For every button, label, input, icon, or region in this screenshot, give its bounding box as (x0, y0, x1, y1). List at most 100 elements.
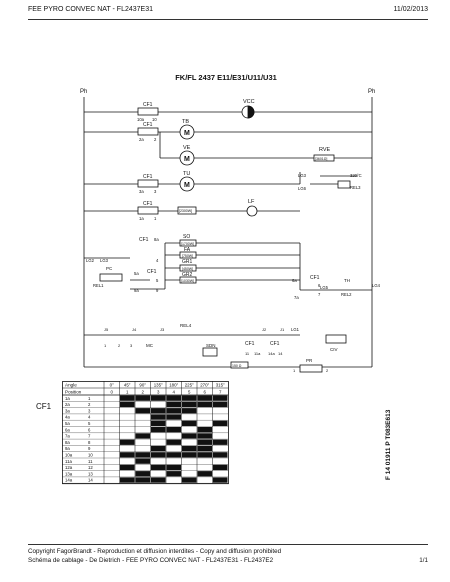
contact-to: 9 (88, 446, 91, 451)
contact-8a: 8a (154, 237, 159, 242)
cf1-label: CF1 (139, 237, 149, 243)
closed-cell (120, 477, 135, 483)
closed-cell (120, 439, 135, 445)
closed-cell (135, 477, 150, 483)
rel1-label: REL1 (93, 283, 104, 288)
rve-resistor (313, 154, 335, 162)
closed-cell (151, 427, 166, 433)
contact-11a: 11a (254, 351, 261, 356)
contact-to: 6 (88, 427, 91, 432)
tu-motor-m: M (184, 182, 190, 189)
terminal-2: 2 (118, 343, 121, 348)
header-date: 11/02/2013 (393, 6, 428, 13)
lf-label: LF (248, 199, 255, 205)
cf1-label: CF1 (143, 201, 153, 207)
closed-cell (166, 452, 181, 458)
closed-cell (182, 401, 197, 408)
contact-10a: 10a (137, 117, 145, 122)
sdn-label: SDN (206, 343, 216, 348)
lf-heater (177, 206, 197, 215)
closed-cell (166, 408, 181, 414)
closed-cell (151, 414, 166, 420)
civ-relay (325, 334, 347, 344)
contact-9: 9 (156, 288, 159, 293)
side-code: F 14 01911 P T083E613 (385, 409, 392, 480)
resistor-150-value: 150 Ω (232, 364, 242, 368)
connector-j2: J2 (262, 327, 267, 332)
cf1-contact-3 (137, 179, 159, 188)
closed-cell (182, 477, 197, 483)
cf1-cam-table: AnglePosition0°045°190°2135°3180°4225°52… (62, 381, 229, 485)
closed-cell (135, 452, 150, 458)
pc-label: PC (106, 266, 113, 271)
so-value: [1700W] (181, 242, 194, 246)
header-divider (28, 19, 428, 20)
contact-to: 4 (88, 415, 91, 420)
rel3-label: REL3 (350, 185, 361, 190)
wiring-diagram: FK/FL 2437 E11/E31/U11/U31 Ph Ph CF1 10a… (80, 73, 381, 373)
connector-j4: J4 (132, 327, 137, 332)
contact-6a: 6a (292, 278, 297, 283)
contact-to: 12 (88, 465, 93, 470)
tb-motor-m: M (184, 130, 190, 137)
position-6: 6 (204, 390, 207, 395)
contact-to: 11 (88, 459, 93, 464)
connector-j1: J1 (280, 327, 285, 332)
contact-from: 6a (65, 427, 70, 432)
closed-cell (213, 452, 228, 458)
contact-3: 3 (154, 189, 157, 194)
footer-page: 1/1 (419, 557, 428, 564)
vcc-label: VCC (243, 99, 255, 105)
closed-cell (213, 395, 228, 401)
lf-lamp (246, 205, 258, 217)
lf-heater-value: [2300W] (179, 209, 192, 213)
closed-cell (182, 395, 197, 401)
position-2: 2 (142, 390, 145, 395)
contact-14: 14 (278, 351, 283, 356)
closed-cell (166, 471, 181, 477)
contact-5: 5 (156, 278, 159, 283)
angle-1: 45° (124, 383, 131, 388)
lg5-label: LG5 (320, 285, 329, 290)
pr-label: PR (306, 358, 313, 363)
footer-diagram-ref: Schéma de cablage - De Dietrich - FEE PY… (28, 557, 274, 564)
cf1-label: CF1 (310, 275, 320, 281)
closed-cell (197, 427, 212, 433)
contact-7a: 7a (294, 295, 299, 300)
contact-to: 5 (88, 421, 91, 426)
contact-from: 10a (65, 453, 73, 458)
rel2-label: REL2 (341, 292, 352, 297)
position-4: 4 (173, 390, 176, 395)
contact-from: 2a (65, 402, 70, 407)
gr1-value: [450W] (182, 267, 193, 271)
contact-14a: 14a (268, 351, 275, 356)
closed-cell (197, 471, 212, 477)
angle-2: 90° (139, 383, 146, 388)
closed-cell (166, 395, 181, 401)
contact-10: 10 (152, 117, 157, 122)
diagram-title: FK/FL 2437 E11/E31/U11/U31 (175, 73, 277, 82)
angle-header: Angle (65, 383, 77, 388)
tb-motor (179, 124, 195, 140)
contact-9a: 9a (134, 288, 139, 293)
contact-from: 4a (65, 415, 70, 420)
gr2-value: [1030W] (181, 279, 194, 283)
gr2-element (179, 276, 197, 284)
civ-label: CIV (330, 347, 338, 352)
position-7: 7 (219, 390, 222, 395)
closed-cell (120, 401, 135, 408)
cf1-contact-10 (137, 107, 159, 116)
position-5: 5 (188, 390, 191, 395)
closed-cell (135, 458, 150, 464)
lg3-label: LG3 (298, 173, 307, 178)
contact-5a: 5a (134, 271, 139, 276)
pin-1: 1 (293, 368, 296, 373)
contact-11: 11 (245, 351, 250, 356)
closed-cell (135, 433, 150, 439)
lg6-label: LG6 (298, 186, 307, 191)
cf1-label: CF1 (143, 102, 153, 108)
contact-2a: 2a (139, 137, 144, 142)
gr1-label: GR1 (182, 259, 193, 265)
closed-cell (151, 464, 166, 471)
closed-cell (135, 471, 150, 477)
